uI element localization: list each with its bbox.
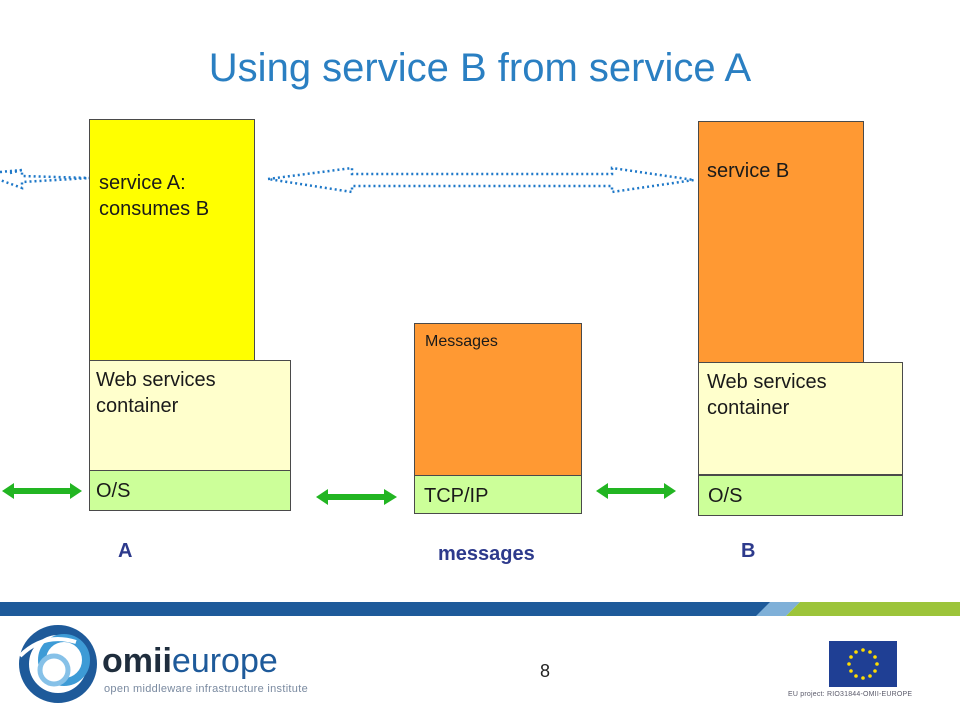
messages-box-label: Messages (425, 333, 498, 350)
container-a-label: Web services container (96, 369, 216, 417)
footer-band (0, 602, 960, 616)
label-b: B (741, 540, 756, 562)
green-arrow-center (316, 489, 397, 505)
dotted-arrow-left (0, 168, 91, 190)
tcpip-label: TCP/IP (424, 485, 489, 507)
logo-brand-light: europe (171, 642, 278, 680)
logo-tagline: open middleware infrastructure institute (104, 683, 308, 695)
label-a: A (118, 540, 133, 562)
green-arrows (2, 483, 676, 505)
eu-flag-icon (829, 641, 897, 687)
page-number: 8 (540, 661, 551, 681)
os-a-label: O/S (96, 480, 131, 502)
slide-title: Using service B from service A (208, 46, 752, 90)
container-b-label: Web services container (707, 371, 827, 419)
os-a-box (89, 470, 291, 511)
container-a-box (89, 360, 291, 471)
messages-box (414, 323, 582, 476)
dotted-arrow-a-to-b (267, 166, 695, 194)
green-arrow-right (596, 483, 676, 499)
eu-project-text: EU project: RIO31844-OMII-EUROPE (788, 691, 913, 698)
label-messages: messages (438, 543, 535, 565)
os-b-label: O/S (708, 485, 743, 507)
container-b-box (698, 362, 903, 475)
service-a-box (89, 119, 255, 362)
os-b-box (698, 475, 903, 516)
omii-swirl-icon (18, 625, 97, 703)
tcpip-box (414, 475, 582, 514)
service-b-label: service B (707, 160, 790, 182)
green-arrow-left (2, 483, 82, 499)
service-b-box (698, 121, 864, 365)
logo-brand-bold: omii (102, 642, 172, 680)
omii-europe-logo: omiieurope open middleware infrastructur… (14, 622, 314, 706)
service-a-label: service A: consumes B (99, 172, 210, 220)
